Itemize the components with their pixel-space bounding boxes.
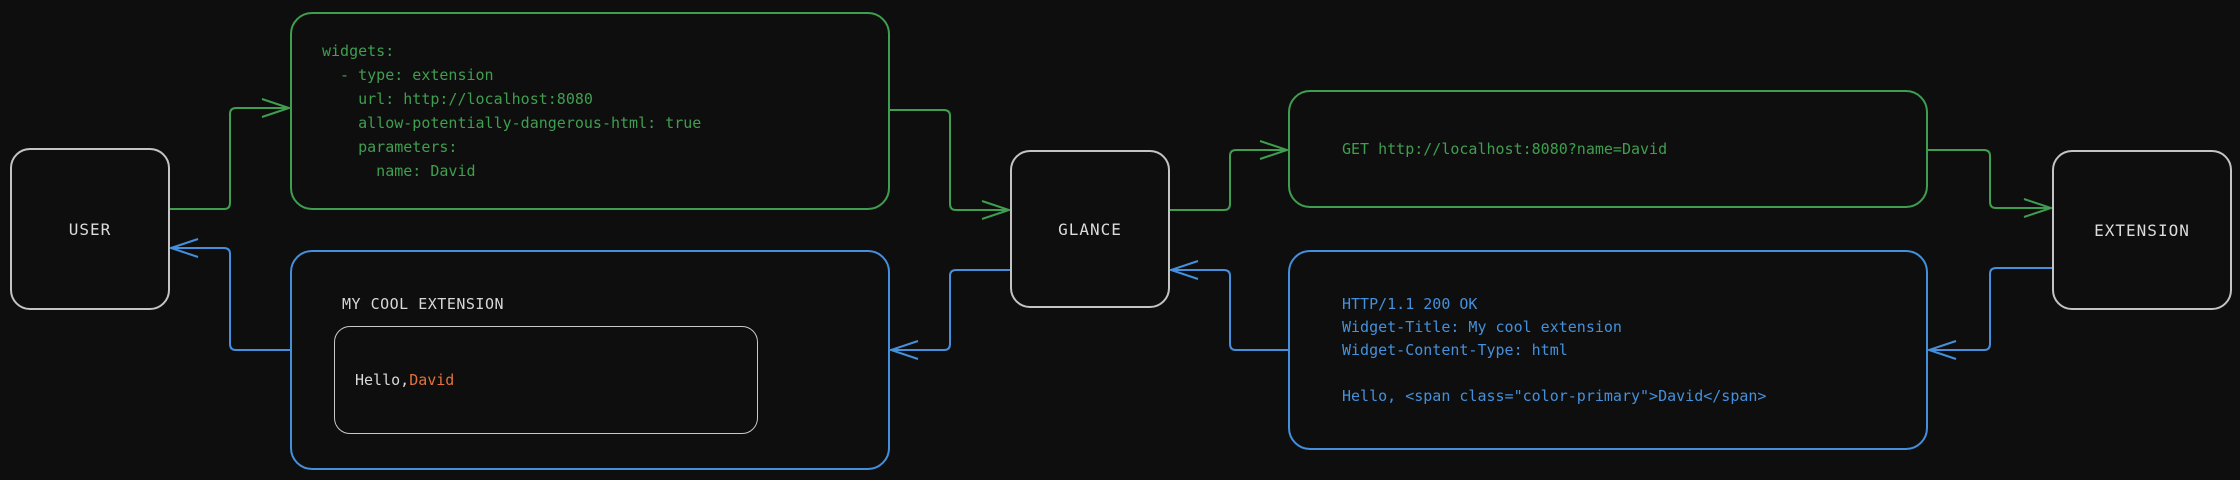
glance-node-label: GLANCE [1058, 219, 1122, 239]
connector-glance-to-widget [892, 269, 1010, 351]
http-response-box: HTTP/1.1 200 OK Widget-Title: My cool ex… [1288, 250, 1928, 450]
arrowhead-into-response-icon [1925, 340, 1957, 360]
http-response-code: HTTP/1.1 200 OK Widget-Title: My cool ex… [1342, 294, 1767, 405]
connector-request-to-extension [1928, 149, 2050, 209]
connector-response-to-glance [1172, 269, 1288, 351]
greeting-name: David [409, 371, 455, 389]
user-node: USER [10, 148, 170, 310]
glance-node: GLANCE [1010, 150, 1170, 308]
config-yaml-code: widgets: - type: extension url: http://l… [322, 42, 702, 180]
connector-glance-to-request [1170, 149, 1286, 211]
arrowhead-into-glance-icon [981, 200, 1013, 220]
connector-user-to-config [170, 107, 288, 210]
arrowhead-into-request-icon [1259, 140, 1291, 160]
arrowhead-response-into-glance-icon [1167, 260, 1199, 280]
user-node-label: USER [68, 219, 112, 239]
http-request-code: GET http://localhost:8080?name=David [1342, 139, 1668, 158]
extension-node: EXTENSION [2052, 150, 2232, 310]
extension-node-label: EXTENSION [2094, 220, 2190, 240]
http-request-box: GET http://localhost:8080?name=David [1288, 90, 1928, 208]
widget-preview-box: MY COOL EXTENSION Hello, David [290, 250, 890, 470]
arrowhead-into-user-icon [167, 238, 199, 258]
config-yaml-box: widgets: - type: extension url: http://l… [290, 12, 890, 210]
arrowhead-into-config-icon [261, 98, 293, 118]
connector-config-to-glance [890, 109, 1008, 211]
connector-widget-to-user [172, 247, 290, 351]
widget-title: MY COOL EXTENSION [342, 295, 505, 313]
widget-rendered-output: Hello, David [334, 326, 758, 434]
greeting-text: Hello, [355, 371, 410, 389]
arrowhead-into-widget-icon [887, 340, 919, 360]
connector-extension-to-response [1930, 267, 2052, 351]
arrowhead-into-extension-icon [2023, 198, 2055, 218]
